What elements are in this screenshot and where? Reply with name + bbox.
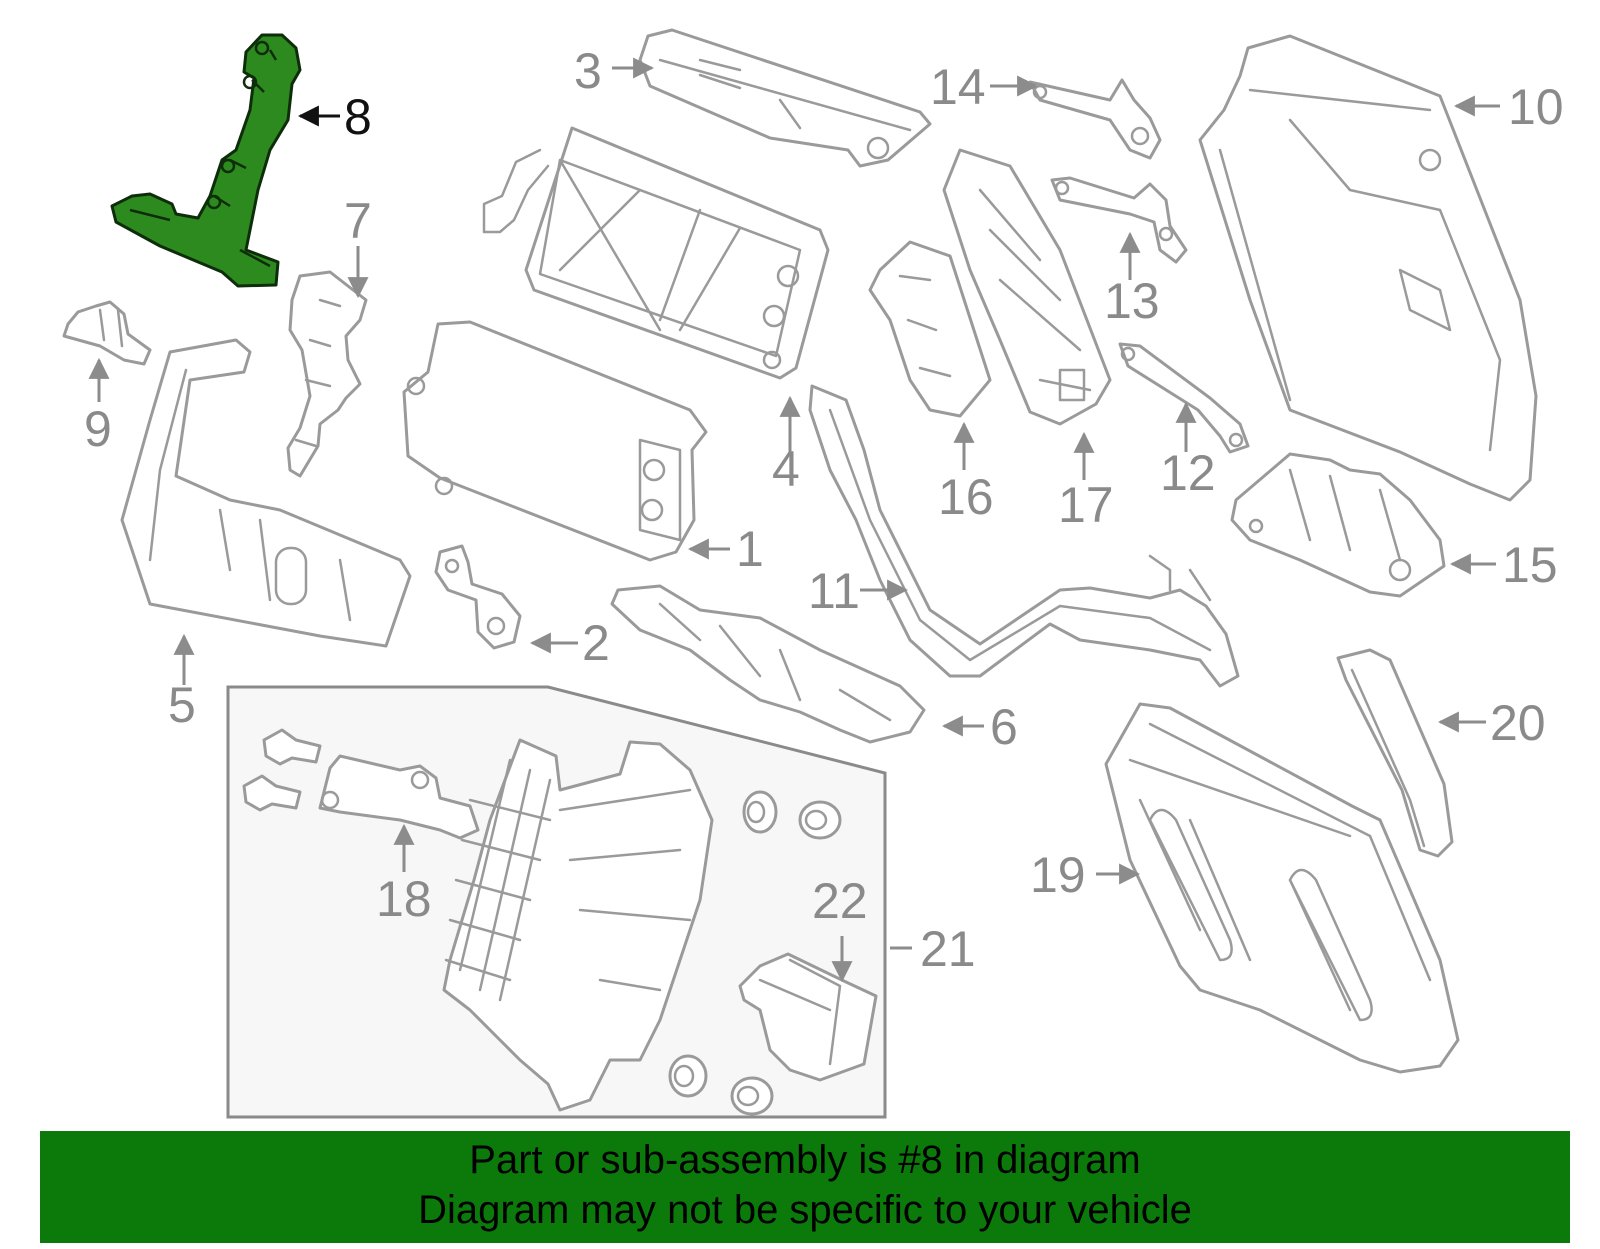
callout-9: 9 xyxy=(84,401,112,457)
callout-18: 18 xyxy=(376,871,432,927)
callout-21: 21 xyxy=(920,921,976,977)
part-11 xyxy=(808,384,1240,688)
callout-5: 5 xyxy=(168,677,196,733)
callout-2: 2 xyxy=(582,615,610,671)
callout-13: 13 xyxy=(1104,273,1160,329)
bolt-lower xyxy=(242,774,302,812)
info-banner: Part or sub-assembly is #8 in diagram Di… xyxy=(40,1131,1570,1243)
callout-22: 22 xyxy=(812,873,868,929)
callout-3: 3 xyxy=(574,43,602,99)
callout-10: 10 xyxy=(1508,79,1564,135)
part-15 xyxy=(1230,452,1446,598)
part-17 xyxy=(942,148,1112,426)
banner-line-1: Part or sub-assembly is #8 in diagram xyxy=(469,1138,1141,1182)
part-19 xyxy=(1104,702,1460,1074)
nut-lower-right xyxy=(730,1076,774,1116)
callout-19: 19 xyxy=(1030,847,1086,903)
part-9 xyxy=(62,300,152,366)
callout-12: 12 xyxy=(1160,445,1216,501)
part-2 xyxy=(434,544,522,650)
callout-20: 20 xyxy=(1490,695,1546,751)
part-3 xyxy=(638,28,932,168)
part-6 xyxy=(610,584,926,744)
part-10 xyxy=(1198,34,1538,502)
part-1 xyxy=(402,320,708,562)
callout-labels: 1 2 3 4 5 6 7 8 9 10 11 12 13 14 15 16 1… xyxy=(84,43,1564,977)
part-16 xyxy=(868,240,992,418)
grommet-lower-left xyxy=(668,1054,708,1098)
part-18 xyxy=(318,754,480,840)
fuse-box-21 xyxy=(442,738,714,1112)
part-12 xyxy=(1118,342,1250,454)
part-7 xyxy=(286,270,368,478)
callout-7: 7 xyxy=(344,193,372,249)
callout-11: 11 xyxy=(808,563,860,619)
callout-6: 6 xyxy=(990,699,1018,755)
bolt-upper xyxy=(262,728,322,766)
part-14 xyxy=(1028,78,1162,160)
callout-17: 17 xyxy=(1058,477,1114,533)
part-5 xyxy=(120,338,412,648)
part-20 xyxy=(1336,648,1454,858)
part-13 xyxy=(1050,176,1188,264)
part-8-highlighted xyxy=(110,33,302,288)
callout-1: 1 xyxy=(736,521,764,577)
leader-arrows xyxy=(88,57,1500,983)
callout-16: 16 xyxy=(938,469,994,525)
callout-8: 8 xyxy=(344,89,372,145)
callout-14: 14 xyxy=(930,59,986,115)
callout-4: 4 xyxy=(772,441,800,497)
banner-line-2: Diagram may not be specific to your vehi… xyxy=(418,1188,1192,1232)
part-4 xyxy=(482,126,830,380)
grommet-upper-left xyxy=(742,790,778,834)
callout-15: 15 xyxy=(1502,537,1558,593)
nut-upper-right xyxy=(798,800,842,840)
